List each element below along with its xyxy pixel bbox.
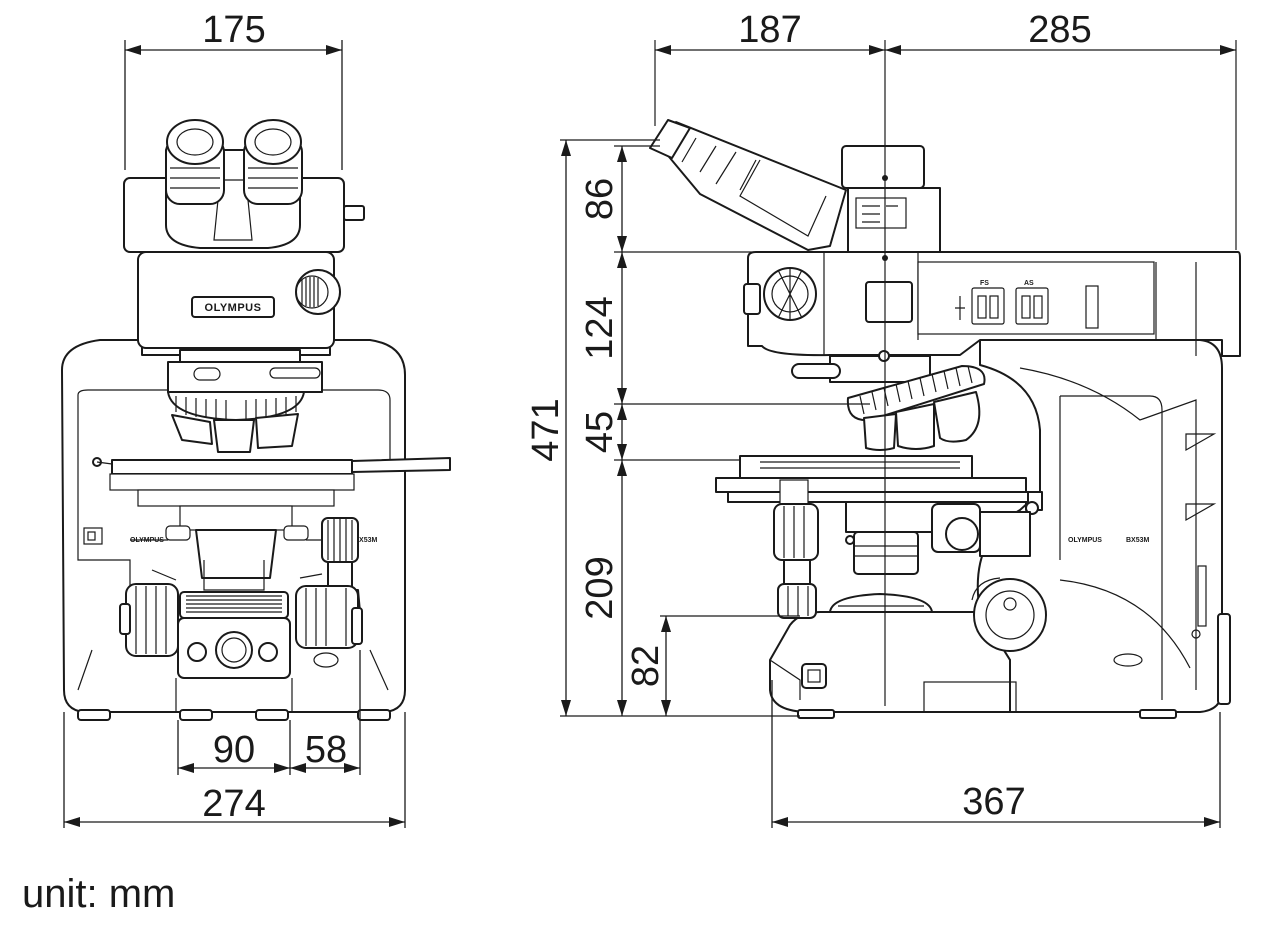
side-stage [739, 455, 973, 479]
front-eyepiece-left [165, 119, 225, 205]
dim-front-knob-offset: 58 [290, 650, 361, 775]
svg-text:175: 175 [202, 9, 265, 51]
front-stage [111, 459, 353, 475]
unit-label: unit: mm [22, 872, 176, 916]
svg-text:82: 82 [625, 645, 667, 687]
svg-text:285: 285 [1028, 9, 1091, 51]
front-tube-screw [343, 205, 365, 221]
svg-text:FS: FS [980, 280, 989, 287]
dim-side-rear-depth: 187 [655, 9, 885, 55]
front-dial [215, 631, 253, 669]
dim-front-base-width: 274 [63, 712, 406, 828]
side-as-switch: AS [1015, 280, 1049, 325]
svg-text:471: 471 [525, 398, 567, 461]
svg-text:124: 124 [579, 296, 621, 359]
front-stage-handle [351, 457, 451, 473]
svg-text:AS: AS [1024, 280, 1034, 287]
svg-text:86: 86 [579, 178, 621, 220]
dim-side-base-depth: 367 [771, 680, 1221, 828]
front-logo-plate [191, 296, 275, 318]
svg-text:58: 58 [305, 729, 347, 771]
svg-text:367: 367 [962, 781, 1025, 823]
side-stage-plate [715, 477, 1027, 493]
front-view: OLYMPUS [61, 119, 451, 721]
front-eyepiece-right [243, 119, 303, 205]
side-fs-switch: FS [955, 280, 1005, 325]
dim-side-total-height: 471 [525, 139, 800, 717]
svg-text:OLYMPUS: OLYMPUS [1068, 537, 1102, 544]
dim-side-base-height: 82 [625, 615, 800, 716]
dim-side-revolver-height: 45 [579, 404, 740, 461]
svg-text:45: 45 [579, 411, 621, 453]
front-condenser [195, 529, 277, 579]
svg-text:BX53M: BX53M [354, 537, 378, 544]
front-left-knob [119, 583, 179, 657]
side-eyepiece [649, 119, 847, 251]
front-foot-right [357, 709, 391, 721]
front-focus-knob [295, 517, 363, 668]
svg-text:187: 187 [738, 9, 801, 51]
front-foot-mid-right [255, 709, 289, 721]
side-condenser [853, 531, 919, 575]
front-foot-mid-left [179, 709, 213, 721]
side-stage-knob [773, 503, 819, 619]
side-focus-knob [973, 578, 1047, 652]
dim-side-illuminator-height: 124 [579, 252, 870, 405]
side-revolver [846, 365, 986, 422]
side-base [769, 611, 1011, 713]
dim-front-foot-spacing: 90 [177, 720, 291, 775]
dim-side-front-depth: 285 [885, 9, 1236, 55]
svg-text:BX53M: BX53M [1126, 537, 1150, 544]
front-brand-text: OLYMPUS [205, 302, 262, 314]
dim-front-top-width: 175 [124, 9, 343, 170]
svg-text:90: 90 [213, 729, 255, 771]
svg-text:OLYMPUS: OLYMPUS [130, 537, 164, 544]
svg-text:274: 274 [202, 783, 265, 825]
side-view: OLYMPUS BX53M [649, 40, 1241, 719]
svg-text:209: 209 [579, 556, 621, 619]
front-foot-left [77, 709, 111, 721]
dim-side-stage-height: 209 [579, 460, 627, 716]
dim-side-tube-height: 86 [579, 145, 885, 253]
